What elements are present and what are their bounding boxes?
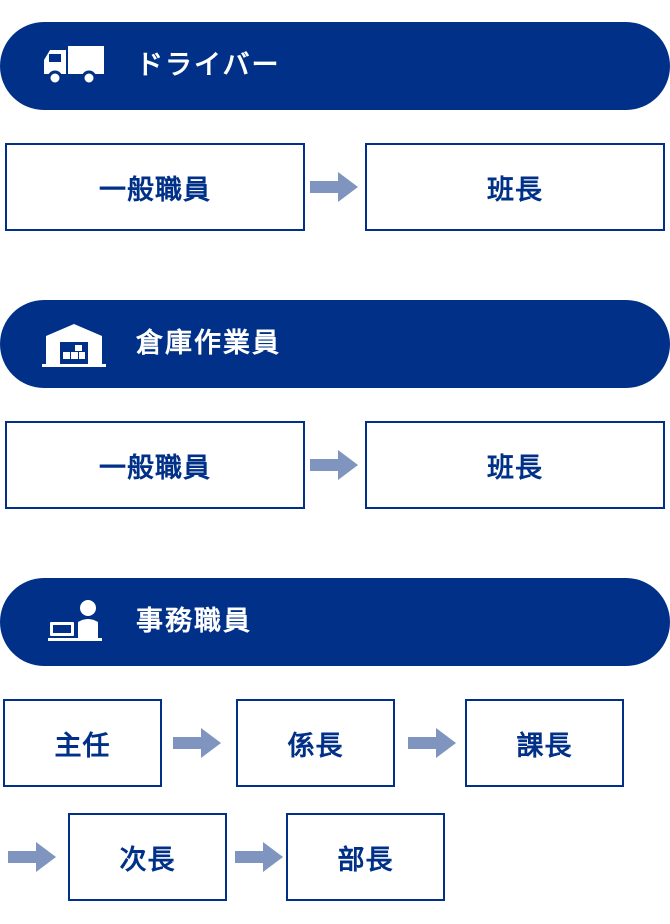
career-step-box: 班長 bbox=[365, 143, 665, 231]
section-title-office: 事務職員 bbox=[136, 606, 252, 637]
career-step-box: 課長 bbox=[465, 699, 624, 787]
section-banner-warehouse: 倉庫作業員 bbox=[0, 300, 670, 388]
arrow-right-icon bbox=[310, 450, 358, 480]
career-step-box: 次長 bbox=[68, 813, 227, 901]
career-step-box: 係長 bbox=[236, 699, 395, 787]
arrow-right-icon bbox=[408, 728, 456, 758]
arrow-right-icon bbox=[310, 172, 358, 202]
arrow-right-icon bbox=[235, 842, 283, 872]
career-step-box: 班長 bbox=[365, 421, 665, 509]
career-step-box: 部長 bbox=[286, 813, 445, 901]
warehouse-icon bbox=[42, 320, 106, 368]
truck-icon bbox=[42, 42, 106, 90]
career-step-box: 一般職員 bbox=[5, 143, 305, 231]
section-title-warehouse: 倉庫作業員 bbox=[136, 328, 281, 359]
career-step-box: 主任 bbox=[3, 699, 162, 787]
arrow-right-icon bbox=[173, 728, 221, 758]
arrow-right-icon bbox=[8, 842, 56, 872]
section-title-driver: ドライバー bbox=[136, 50, 281, 81]
section-banner-office: 事務職員 bbox=[0, 578, 670, 666]
office-worker-icon bbox=[42, 598, 106, 646]
section-banner-driver: ドライバー bbox=[0, 22, 670, 110]
career-step-box: 一般職員 bbox=[5, 421, 305, 509]
